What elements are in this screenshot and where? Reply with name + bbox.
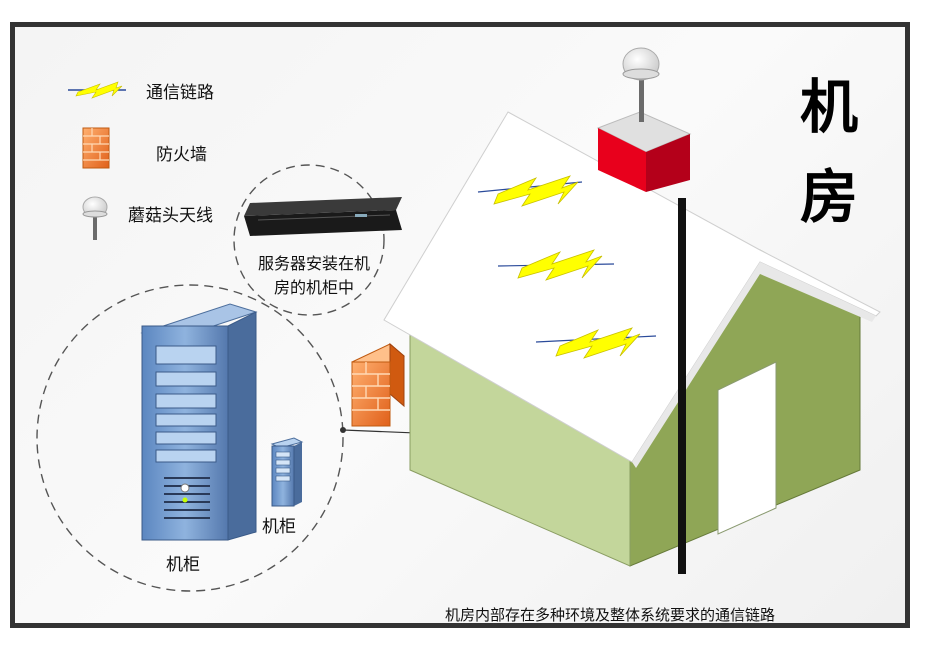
small-cabinet-icon: [270, 437, 304, 507]
roof-lightning-3: [535, 327, 657, 359]
legend-firewall-icon: [82, 127, 110, 169]
large-cabinet-icon: [140, 303, 258, 541]
server-callout-text: 服务器安装在机 房的机柜中: [258, 252, 370, 300]
server-callout-circle: [233, 164, 385, 316]
roof-lightning-2: [497, 249, 615, 281]
legend-label-antenna: 蘑菇头天线: [128, 206, 213, 226]
title-char-2: 房: [800, 163, 859, 231]
roof-lightning-1: [477, 175, 583, 207]
server-callout-line2: 房的机柜中: [273, 278, 354, 297]
server-callout-line1: 服务器安装在机: [258, 254, 371, 273]
small-cabinet-label: 机柜: [262, 517, 296, 537]
legend-lightning-icon: [68, 81, 126, 99]
house-illustration: [383, 47, 881, 574]
large-cabinet-label: 机柜: [166, 555, 200, 575]
title-char-1: 机: [800, 73, 859, 141]
legend-label-firewall: 防火墙: [156, 145, 207, 165]
house-door: [717, 361, 777, 535]
chimney-side: [646, 134, 690, 192]
bottom-caption: 机房内部存在多种环境及整体系统要求的通信链路: [445, 606, 776, 624]
legend-label-link: 通信链路: [146, 83, 214, 103]
rack-server-icon: [244, 197, 402, 236]
legend-mushroom-antenna-icon: [82, 196, 108, 240]
chimney-front: [598, 128, 646, 192]
cabinet-callout-circle: [36, 284, 344, 592]
antenna-pole: [678, 198, 686, 574]
firewall-icon: [351, 342, 405, 427]
